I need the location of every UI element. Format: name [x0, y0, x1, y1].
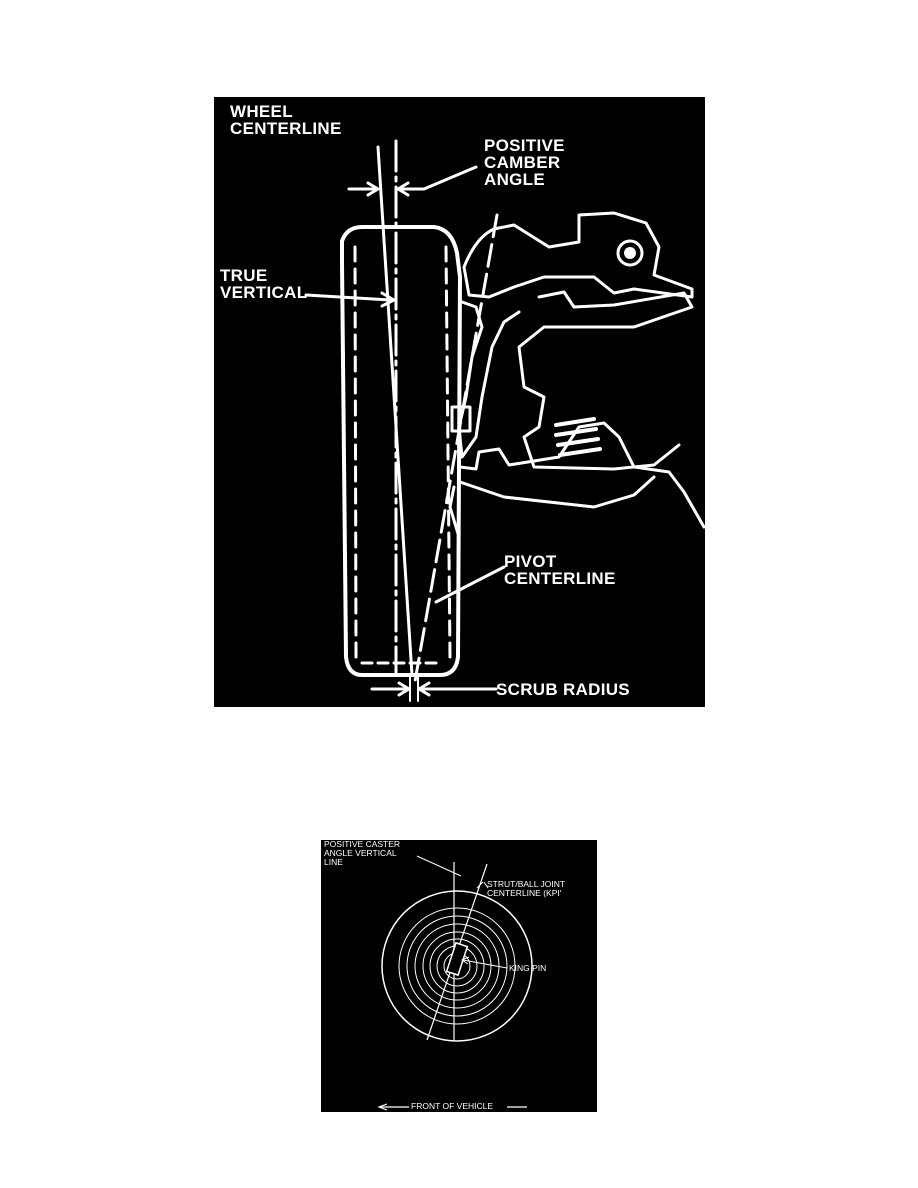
camber-diagram: WHEEL CENTERLINE POSITIVE CAMBER ANGLE T…: [214, 97, 705, 707]
ball-joint: [616, 239, 644, 267]
wheel-centerline-label: WHEEL CENTERLINE: [230, 102, 342, 138]
positive-camber-angle-label: POSITIVE CAMBER ANGLE: [484, 136, 565, 189]
steering-knuckle: [457, 300, 521, 459]
tire-circle: [381, 890, 533, 1042]
pivot-centerline-label: PIVOT CENTERLINE: [504, 552, 616, 588]
camber-leader: [422, 165, 478, 191]
camber-drawing: [304, 139, 705, 702]
tire-inner-dashed-right: [444, 245, 452, 659]
front-of-vehicle-label: FRONT OF VEHICLE: [411, 1101, 494, 1111]
strut-centerline-label: STRUT/BALL JOINT CENTERLINE (KPI': [487, 879, 566, 898]
tire-outline: [340, 225, 462, 677]
lower-arm: [458, 421, 705, 529]
caster-vertical-label: POSITIVE CASTER ANGLE VERTICAL LINE: [324, 840, 401, 867]
pivot-leader: [434, 565, 506, 604]
upper-control-arm: [462, 211, 694, 299]
strut-body: [517, 290, 694, 471]
scrub-radius-label: SCRUB RADIUS: [496, 680, 630, 699]
pivot-centerline: [412, 213, 499, 689]
true-vertical-label: TRUE VERTICAL: [220, 266, 308, 302]
caster-drawing: [377, 855, 533, 1111]
caster-diagram: POSITIVE CASTER ANGLE VERTICAL LINE STRU…: [321, 840, 597, 1112]
king-pin-label: KING PIN: [509, 963, 547, 973]
spring-coils: [554, 417, 602, 457]
true-vertical-leader: [304, 293, 392, 302]
king-pin-leader: [462, 959, 508, 969]
tire-inner-dashed: [353, 245, 358, 659]
